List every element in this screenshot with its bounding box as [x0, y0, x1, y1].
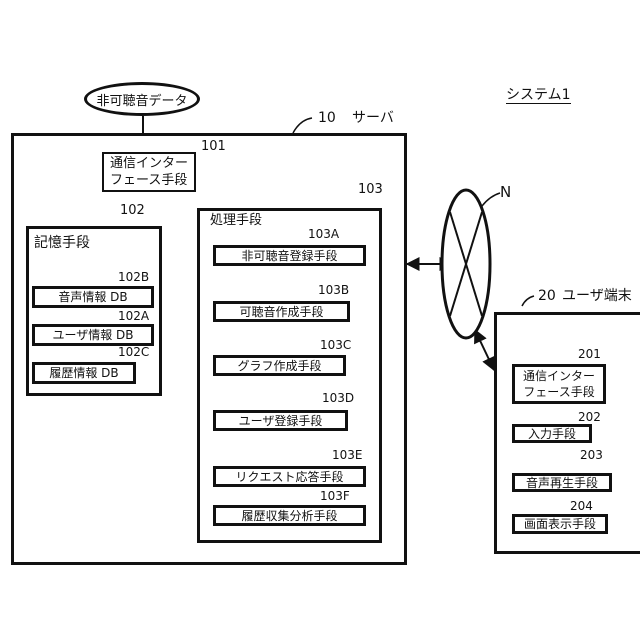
- storage-item-label: 履歴情報 DB: [49, 367, 118, 379]
- storage-item-ref: 102C: [118, 346, 149, 358]
- terminal-item-label: 画面表示手段: [524, 518, 596, 530]
- terminal-item-ref: 203: [580, 449, 603, 461]
- user-terminal-title: ユーザ端末: [562, 289, 632, 303]
- user-terminal-ref: 20: [538, 289, 556, 303]
- network-ellipse: [442, 190, 490, 338]
- storage-ref: 102: [120, 204, 145, 217]
- terminal-item-label: 音声再生手段: [526, 477, 598, 489]
- input-bubble: 非可聴音データ: [84, 82, 200, 116]
- processing-item: ユーザ登録手段: [213, 410, 348, 431]
- comm-interface-line1: 通信インター: [110, 157, 188, 170]
- storage-item: 音声情報 DB: [32, 286, 154, 308]
- terminal-item: 入力手段: [512, 424, 592, 443]
- processing-item: 履歴収集分析手段: [213, 505, 366, 526]
- network-ref: N: [500, 185, 511, 200]
- terminal-item-ref: 204: [570, 500, 593, 512]
- terminal-item: 画面表示手段: [512, 514, 608, 534]
- processing-item-ref: 103D: [322, 392, 354, 404]
- processing-ref: 103: [358, 183, 383, 196]
- processing-item-label: 履歴収集分析手段: [241, 510, 337, 522]
- processing-item-ref: 103F: [320, 490, 350, 502]
- storage-item: 履歴情報 DB: [32, 362, 136, 384]
- processing-item: リクエスト応答手段: [213, 466, 366, 487]
- storage-item-label: ユーザ情報 DB: [52, 329, 133, 341]
- processing-item-label: 可聴音作成手段: [239, 306, 323, 318]
- system-label: システム1: [506, 88, 571, 104]
- storage-item-ref: 102A: [118, 310, 149, 322]
- processing-item-ref: 103C: [320, 339, 351, 351]
- network-cross-1: [450, 212, 482, 316]
- storage-title: 記憶手段: [34, 236, 90, 250]
- storage-item-label: 音声情報 DB: [58, 291, 127, 303]
- input-bubble-label: 非可聴音データ: [96, 90, 187, 109]
- network-cross-2: [450, 212, 482, 316]
- terminal-item-ref: 201: [578, 348, 601, 360]
- terminal-ref-leader: [522, 296, 534, 306]
- processing-item-ref: 103A: [308, 228, 339, 240]
- processing-item-ref: 103E: [332, 449, 363, 461]
- storage-item-ref: 102B: [118, 271, 149, 283]
- comm-interface-ref: 101: [201, 140, 226, 153]
- processing-item-label: グラフ作成手段: [237, 360, 321, 372]
- server-ref-leader: [293, 118, 312, 133]
- processing-item-label: 非可聴音登録手段: [241, 250, 337, 262]
- server-ref: 10: [318, 111, 336, 125]
- network-terminal-arrow: [475, 330, 494, 370]
- terminal-item-ref: 202: [578, 411, 601, 423]
- storage-item: ユーザ情報 DB: [32, 324, 154, 346]
- comm-interface-line2: フェース手段: [110, 174, 187, 187]
- terminal-item: 音声再生手段: [512, 473, 612, 492]
- network-ref-leader: [482, 193, 500, 206]
- processing-item-ref: 103B: [318, 284, 349, 296]
- processing-item-label: ユーザ登録手段: [239, 415, 323, 427]
- processing-item-label: リクエスト応答手段: [235, 471, 343, 483]
- processing-item: グラフ作成手段: [213, 355, 346, 376]
- processing-title: 処理手段: [210, 214, 262, 227]
- processing-item: 非可聴音登録手段: [213, 245, 366, 266]
- terminal-item: 通信インター フェース手段: [512, 364, 606, 404]
- terminal-item-line1: 通信インター: [523, 370, 595, 382]
- processing-item: 可聴音作成手段: [213, 301, 350, 322]
- terminal-item-label: 入力手段: [528, 428, 576, 440]
- server-title: サーバ: [352, 111, 394, 125]
- terminal-item-line2: フェース手段: [523, 386, 594, 398]
